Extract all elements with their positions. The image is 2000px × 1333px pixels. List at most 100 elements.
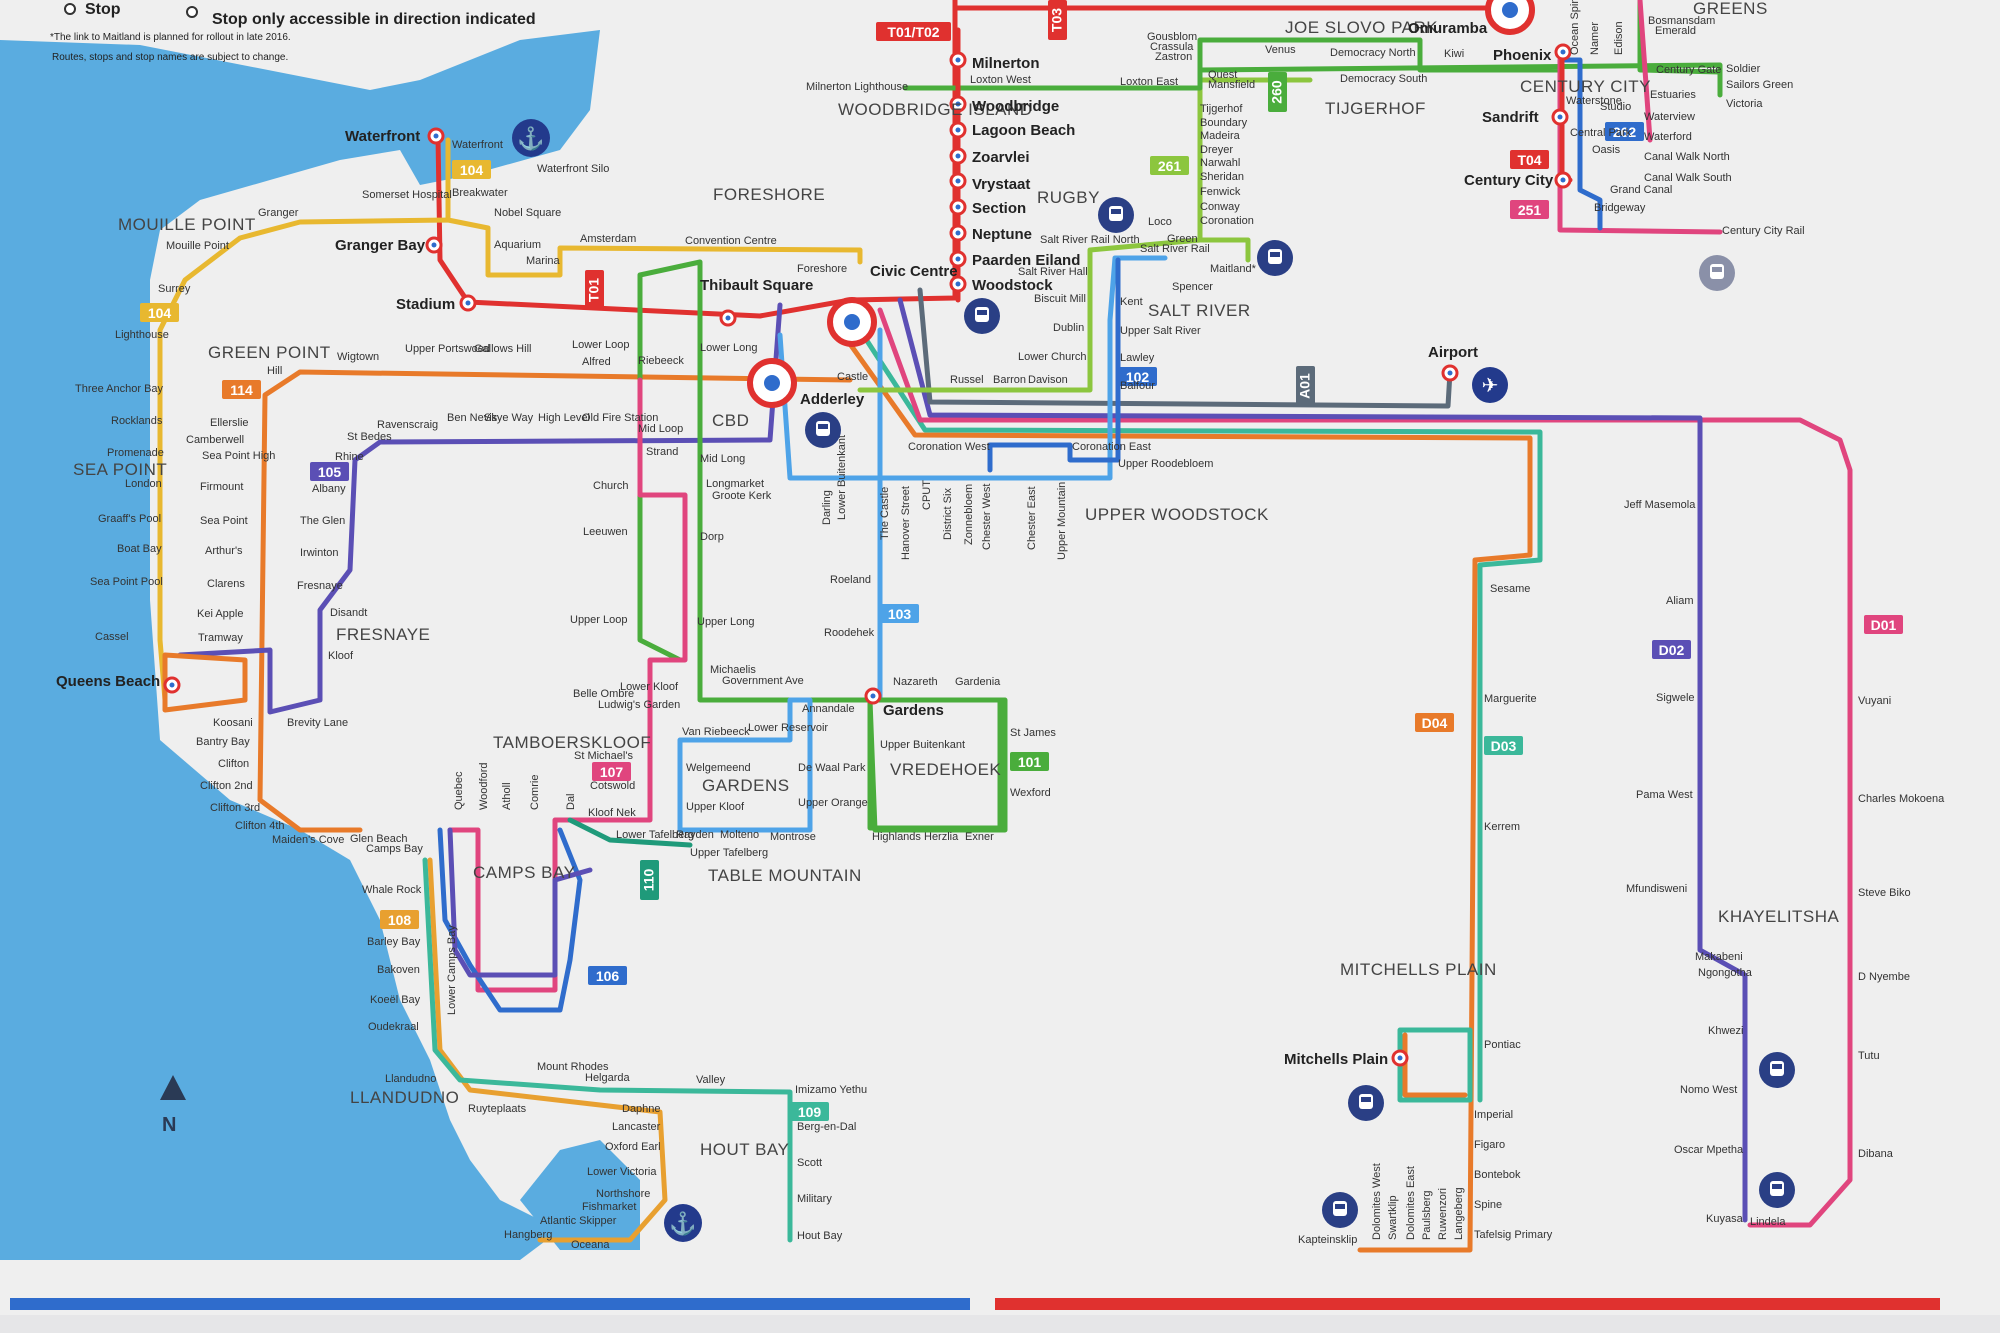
- route-106-line: [437, 827, 583, 1013]
- route-mitchells-loop: [1397, 1027, 1473, 1103]
- train-icon-century-city-window: [1712, 267, 1722, 272]
- stop-label-herzlia: Herzlia: [924, 831, 959, 843]
- stop-label-breakwater: Breakwater: [452, 187, 508, 199]
- stop-label-nazareth: Nazareth: [893, 676, 938, 688]
- stop-label-tafelsig: Tafelsig Primary: [1474, 1229, 1553, 1241]
- route-badge-t04: [1510, 150, 1549, 169]
- stop-label-mfundisweni: Mfundisweni: [1626, 883, 1687, 895]
- route-d01-line: [877, 307, 1853, 1228]
- stop-label-kerrem: Kerrem: [1484, 821, 1520, 833]
- stop-label-maidens: Maiden's Cove: [272, 834, 344, 846]
- stop-label-ruwenzori: Ruwenzori: [1437, 1188, 1449, 1240]
- area-camps-bay: CAMPS BAY: [473, 863, 575, 882]
- stop-label-upper-mountain: Upper Mountain: [1056, 482, 1068, 560]
- stop-label-clifton4: Clifton 4th: [235, 820, 285, 832]
- stop-label-helgarda: Helgarda: [585, 1072, 631, 1084]
- stop-queens-beach: Queens Beach: [56, 673, 160, 690]
- train-icon-khwezi-window: [1772, 1064, 1782, 1069]
- route-badge-r107: [592, 762, 631, 781]
- stop-label-mansfield: Mansfield: [1208, 79, 1255, 91]
- stop-thibault-square: Thibault Square: [700, 277, 813, 294]
- major-stop-marker-dot: [725, 315, 731, 321]
- stop-label-highlands: Highlands: [872, 831, 921, 843]
- stop-label-namer: Namer: [1589, 22, 1601, 55]
- stop-label-fresnaye-s: Fresnaye: [297, 580, 343, 592]
- route-badge-label-r261: 261: [1158, 158, 1182, 174]
- stop-label-montrose: Montrose: [770, 831, 816, 843]
- route-badge-label-r109: 109: [798, 1104, 822, 1120]
- area-cbd: CBD: [712, 411, 749, 430]
- stop-label-boat-bay: Boat Bay: [117, 543, 162, 555]
- major-stop-marker-dot: [955, 178, 961, 184]
- stop-label-upper-buitenkant: Upper Buitenkant: [880, 739, 965, 751]
- stop-label-studio: Studio: [1600, 101, 1631, 113]
- train-icon-adderley-window: [818, 424, 828, 429]
- stop-label-milnerton-lighthouse: Milnerton Lighthouse: [806, 81, 908, 93]
- stop-label-camberwell: Camberwell: [186, 434, 244, 446]
- area-fresnaye: FRESNAYE: [336, 625, 430, 644]
- stop-label-lower-camps-bay: Lower Camps Bay: [446, 925, 458, 1015]
- stop-label-cotswold: Cotswold: [590, 780, 635, 792]
- stop-label-amsterdam: Amsterdam: [580, 233, 636, 245]
- stop-label-davison: Davison: [1028, 374, 1068, 386]
- stop-label-rocklands: Rocklands: [111, 415, 163, 427]
- airport-plane-glyph: ✈: [1482, 375, 1499, 397]
- stop-label-lower-church: Lower Church: [1018, 351, 1086, 363]
- route-badge-d01: [1864, 615, 1903, 634]
- stop-label-oceana: Oceana: [571, 1239, 610, 1251]
- stop-label-mid-long: Mid Long: [700, 453, 745, 465]
- route-badges: 1041041141051071081061091011031022612622…: [140, 0, 1903, 1121]
- stop-airport: Airport: [1428, 344, 1478, 361]
- stop-label-green: Green: [1167, 233, 1198, 245]
- route-badge-label-t01: T01: [586, 278, 602, 302]
- stop-label-imizamo: Imizamo Yethu: [795, 1084, 867, 1096]
- stop-label-crassula: Crassula: [1150, 41, 1194, 53]
- route-badge-r260: [1268, 72, 1287, 112]
- stop-label-atlantic-skipper: Atlantic Skipper: [540, 1215, 617, 1227]
- stop-label-ben-nevis: Ben Nevis: [447, 412, 498, 424]
- stop-label-upper-kloof: Upper Kloof: [686, 801, 745, 813]
- stop-label-loxton-west: Loxton West: [970, 74, 1031, 86]
- stop-label-pama-west: Pama West: [1636, 789, 1693, 801]
- stop-label-whale-rock: Whale Rock: [362, 884, 422, 896]
- route-badge-label-d02: D02: [1659, 642, 1685, 658]
- route-badge-label-r103: 103: [888, 606, 912, 622]
- footer-strip: [0, 1315, 2000, 1333]
- stop-sandrift: Sandrift: [1482, 109, 1539, 126]
- route-badge-label-r251: 251: [1518, 202, 1542, 218]
- stop-label-hill: Hill: [267, 365, 282, 377]
- stop-label-tutu: Tutu: [1858, 1050, 1880, 1062]
- stop-label-koeel-bay: Koeël Bay: [370, 994, 421, 1006]
- stop-civic-centre: Civic Centre: [870, 263, 958, 280]
- stop-label-kei-apple: Kei Apple: [197, 608, 243, 620]
- stop-label-alfred: Alfred: [582, 356, 611, 368]
- route-badge-r101: [1010, 752, 1049, 771]
- stop-label-victoria: Victoria: [1726, 98, 1763, 110]
- stop-label-loco: Loco: [1148, 216, 1172, 228]
- stop-label-maitland: Maitland*: [1210, 263, 1257, 275]
- stop-label-salt-river-hall: Salt River Hall: [1018, 266, 1088, 278]
- interchange-dot-adderley: [764, 375, 780, 391]
- stop-label-sea-point-s: Sea Point: [200, 515, 248, 527]
- stop-label-dreyer: Dreyer: [1200, 144, 1233, 156]
- stop-label-madeira: Madeira: [1200, 130, 1241, 142]
- stop-label-dibana: Dibana: [1858, 1148, 1894, 1160]
- stop-label-marguerite: Marguerite: [1484, 693, 1537, 705]
- area-khayelitsha: KHAYELITSHA: [1718, 907, 1840, 926]
- stop-paarden-eiland: Paarden Eiland: [972, 252, 1080, 269]
- stop-label-upper-loop: Upper Loop: [570, 614, 628, 626]
- major-stop-marker-dot: [433, 133, 439, 139]
- legend-note-1: *The link to Maitland is planned for rol…: [50, 32, 291, 43]
- route-badge-t01: [585, 270, 604, 310]
- area-mouille-point: MOUILLE POINT: [118, 215, 256, 234]
- stop-label-convention-centre: Convention Centre: [685, 235, 777, 247]
- interchange-dot-civic-centre: [844, 314, 860, 330]
- route-badge-r262: [1605, 122, 1644, 141]
- stop-label-ravenscraig: Ravenscraig: [377, 419, 438, 431]
- stop-label-imperial: Imperial: [1474, 1109, 1513, 1121]
- stop-label-granger: Granger: [258, 207, 299, 219]
- stop-label-castle: Castle: [837, 371, 868, 383]
- stop-stadium: Stadium: [396, 296, 455, 313]
- stop-label-tijgerhof-s: Tijgerhof: [1200, 103, 1243, 115]
